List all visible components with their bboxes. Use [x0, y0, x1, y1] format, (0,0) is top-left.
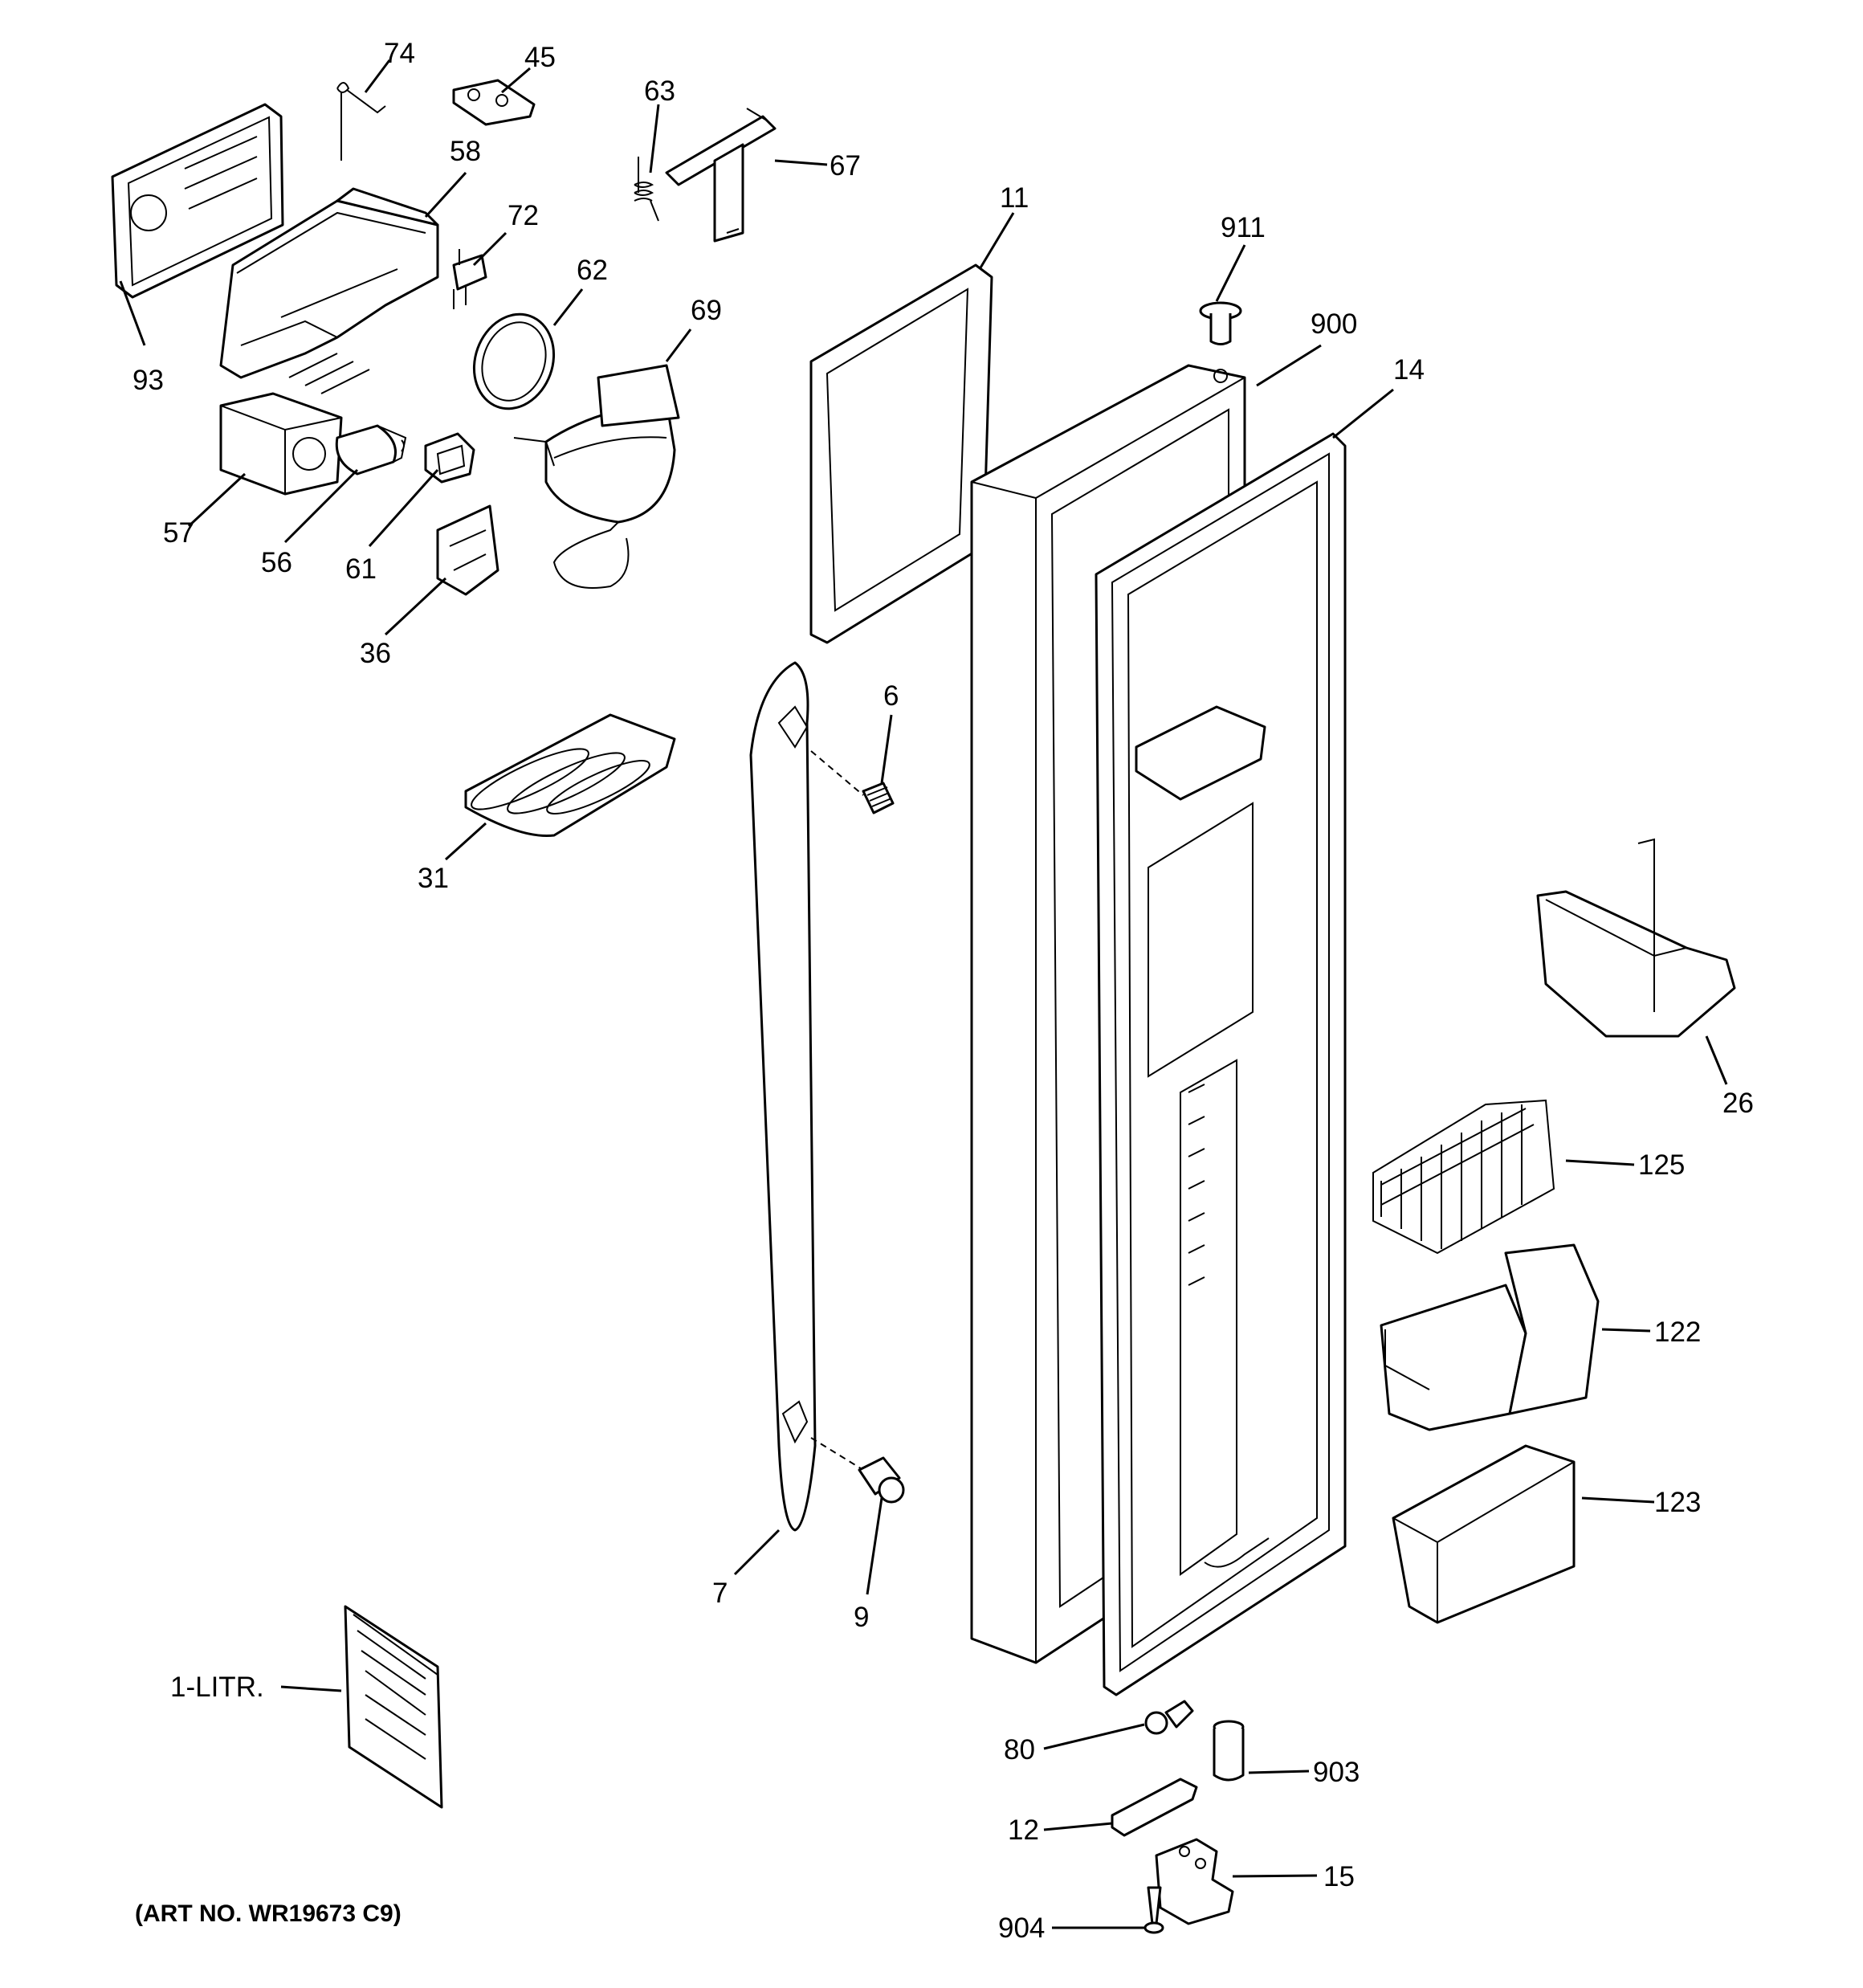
part-904-screw — [1143, 1886, 1164, 1934]
callout-63: 63 — [644, 76, 675, 107]
callout-62: 62 — [577, 255, 608, 286]
part-45-bracket — [452, 79, 536, 126]
callout-6: 6 — [883, 680, 899, 712]
part-80-plug — [1144, 1700, 1194, 1735]
part-6-screw — [862, 782, 895, 814]
art-number: (ART NO. WR19673 C9) — [135, 1900, 402, 1927]
part-58-housing — [219, 187, 439, 394]
callout-69: 69 — [691, 295, 722, 326]
part-69-chute — [513, 364, 680, 589]
callout-31: 31 — [418, 863, 449, 894]
part-12-hinge-plate — [1111, 1778, 1198, 1837]
part-903-bushing — [1213, 1720, 1245, 1782]
callout-93: 93 — [132, 365, 164, 396]
callout-9: 9 — [854, 1602, 869, 1633]
callout-125: 125 — [1638, 1149, 1685, 1181]
part-122-shelf — [1380, 1243, 1600, 1431]
part-36-bracket — [436, 504, 499, 596]
callout-74: 74 — [384, 38, 415, 69]
callout-14: 14 — [1393, 354, 1425, 386]
callout-911: 911 — [1221, 212, 1266, 243]
part-74-spring — [336, 82, 386, 161]
callout-45: 45 — [524, 42, 556, 73]
part-1-litr-manual — [344, 1605, 443, 1809]
callout-903: 903 — [1313, 1757, 1360, 1788]
part-26-bin — [1536, 838, 1736, 1038]
part-57-motor-box — [219, 392, 343, 496]
part-11-dispenser-frame — [809, 263, 993, 644]
part-31-drip-tray — [464, 713, 676, 838]
callout-123: 123 — [1654, 1487, 1701, 1518]
callout-58: 58 — [450, 136, 481, 167]
callout-80: 80 — [1004, 1734, 1035, 1766]
leader-lines — [119, 59, 1728, 1929]
callout-26: 26 — [1722, 1088, 1754, 1119]
part-67-bar — [665, 108, 777, 243]
callout-904: 904 — [998, 1912, 1045, 1944]
callout-7: 7 — [712, 1578, 728, 1609]
callout-1-litr: 1-LITR. — [170, 1672, 264, 1703]
part-62-ring — [472, 312, 556, 410]
part-125-wire-rack — [1372, 1099, 1555, 1255]
callout-57: 57 — [163, 517, 194, 549]
callout-122: 122 — [1654, 1316, 1701, 1348]
callout-67: 67 — [830, 150, 861, 182]
callout-11: 11 — [1000, 182, 1029, 214]
callout-900: 900 — [1311, 308, 1357, 340]
part-7-handle — [749, 661, 817, 1532]
callout-72: 72 — [508, 200, 539, 231]
callout-12: 12 — [1008, 1815, 1039, 1846]
part-14-liner — [1095, 432, 1347, 1696]
part-56-auger — [335, 424, 407, 476]
part-15-hinge — [1155, 1838, 1234, 1925]
part-93-control-panel — [111, 103, 284, 299]
callout-61: 61 — [345, 553, 377, 585]
callout-56: 56 — [261, 547, 292, 578]
callout-36: 36 — [360, 638, 391, 669]
part-72-switch — [452, 249, 487, 309]
part-63-spring — [634, 157, 659, 222]
part-9-plug — [858, 1456, 905, 1504]
part-123-door-bin — [1392, 1444, 1576, 1624]
part-911-cap — [1199, 301, 1242, 345]
callout-15: 15 — [1323, 1861, 1355, 1892]
